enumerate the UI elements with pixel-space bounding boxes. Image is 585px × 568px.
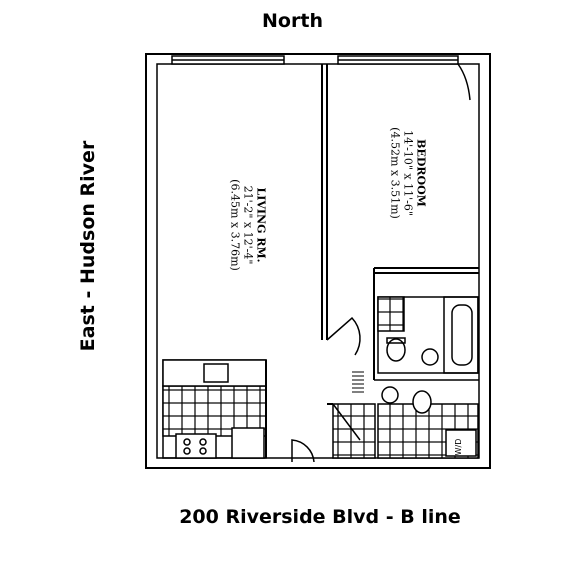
closet-curve: [457, 63, 471, 101]
east-label: East - Hudson River: [77, 140, 99, 352]
closet-shelf: [352, 371, 364, 393]
bedroom-label: BEDROOM 14'-10" x 11'-6" (4.52m x 3.51m): [389, 127, 428, 219]
sink-2: [381, 386, 399, 404]
toilet-2: [412, 390, 432, 414]
bedroom-dim-metric: (4.52m x 3.51m): [388, 127, 402, 219]
washer-dryer: [445, 429, 477, 457]
refrigerator: [231, 427, 265, 459]
bathtub: [443, 296, 479, 374]
kitchen: [162, 359, 267, 459]
north-windows: [171, 55, 459, 65]
bedroom-name: BEDROOM: [414, 139, 428, 207]
bedroom-dim-imperial: 14'-10" x 11'-6": [401, 130, 415, 216]
living-room-dim-metric: (6.45m x 3.76m): [228, 179, 242, 271]
north-label: North: [262, 10, 323, 32]
bedroom-door: [326, 316, 361, 356]
kitchen-sink: [203, 363, 229, 383]
living-room-dim-imperial: 21'-2" x 12'-4": [241, 185, 255, 265]
living-room-name: LIVING RM.: [254, 187, 268, 263]
address-label: 200 Riverside Blvd - B line: [179, 506, 461, 528]
exterior-wall-outer: [145, 53, 491, 469]
exterior-wall-inner: [156, 63, 480, 459]
toilet: [386, 338, 406, 362]
living-room-label: LIVING RM. 21'-2" x 12'-4" (6.45m x 3.76…: [229, 179, 268, 271]
washer-dryer-label: W/D: [454, 439, 463, 456]
partition-wall: [321, 64, 328, 340]
bathroom: [377, 296, 479, 374]
sink: [421, 348, 439, 366]
stove: [175, 433, 217, 459]
bathroom-tile-floor: [377, 296, 405, 332]
entry-door: [291, 439, 315, 463]
second-bathroom: [332, 379, 479, 459]
